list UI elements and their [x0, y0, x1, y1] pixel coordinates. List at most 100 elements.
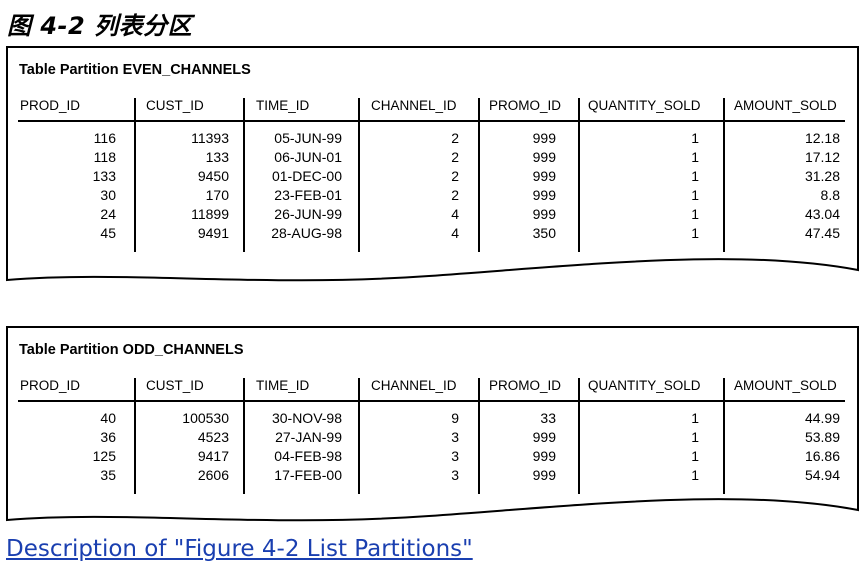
partition-panel-odd: Table Partition ODD_CHANNELS PROD_ID CUST_…	[6, 326, 859, 526]
column-separator	[723, 378, 725, 494]
table-cell: 2	[451, 149, 459, 165]
table-cell: 33	[540, 410, 556, 426]
table-cell: 170	[205, 187, 229, 203]
column-separator	[578, 98, 580, 252]
column-header-time-id: TIME_ID	[256, 378, 310, 393]
column-header-cust-id: CUST_ID	[146, 378, 204, 393]
table-cell: 350	[532, 225, 556, 241]
table-cell: 999	[532, 149, 556, 165]
table-cell: 999	[532, 448, 556, 464]
table-cell: 04-FEB-98	[274, 448, 342, 464]
column-header-channel-id: CHANNEL_ID	[371, 98, 457, 113]
table-cell: 999	[532, 429, 556, 445]
column-header-quantity-sold: QUANTITY_SOLD	[588, 378, 701, 393]
partition-panel-even: Table Partition EVEN_CHANNELS PROD_ID CUST…	[6, 46, 859, 286]
table-cell: 999	[532, 168, 556, 184]
table-cell: 1	[691, 448, 699, 464]
table-cell: 47.45	[804, 225, 840, 241]
table-cell: 999	[532, 130, 556, 146]
header-divider	[18, 120, 845, 122]
table-cell: 999	[532, 187, 556, 203]
table-cell: 9417	[197, 448, 229, 464]
table-cell: 1	[691, 168, 699, 184]
column-header-promo-id: PROMO_ID	[489, 378, 562, 393]
column-separator	[134, 378, 136, 494]
table-cell: 999	[532, 467, 556, 483]
table-cell: 133	[205, 149, 229, 165]
table-cell: 8.8	[820, 187, 840, 203]
table-cell: 16.86	[804, 448, 840, 464]
table-cell: 11393	[191, 130, 229, 146]
column-header-channel-id: CHANNEL_ID	[371, 378, 457, 393]
column-header-time-id: TIME_ID	[256, 98, 310, 113]
column-separator	[578, 378, 580, 494]
table-cell: 17.12	[804, 149, 840, 165]
table-cell: 2	[451, 187, 459, 203]
table-cell: 01-DEC-00	[271, 168, 342, 184]
table-cell: 53.89	[804, 429, 840, 445]
partition-frame	[6, 326, 859, 522]
column-separator	[134, 98, 136, 252]
column-header-amount-sold: AMOUNT_SOLD	[734, 98, 837, 113]
table-cell: 23-FEB-01	[274, 187, 342, 203]
table-cell: 54.94	[804, 467, 840, 483]
column-header-prod-id: PROD_ID	[20, 98, 81, 113]
table-cell: 26-JUN-99	[274, 206, 342, 222]
table-cell: 1	[691, 187, 699, 203]
column-separator	[478, 98, 480, 252]
table-cell: 3	[451, 448, 459, 464]
description-link[interactable]: Description of "Figure 4-2 List Partitio…	[6, 536, 473, 562]
table-cell: 2	[451, 130, 459, 146]
table-cell: 9	[451, 410, 459, 426]
table-cell: 11899	[191, 206, 229, 222]
table-cell: 1	[691, 149, 699, 165]
table-cell: 30	[100, 187, 116, 203]
column-header-promo-id: PROMO_ID	[489, 98, 562, 113]
table-cell: 36	[100, 429, 116, 445]
table-cell: 31.28	[804, 168, 840, 184]
figure-title: 图 4-2 列表分区	[7, 12, 193, 40]
table-cell: 45	[100, 225, 116, 241]
table-cell: 9450	[197, 168, 229, 184]
column-separator	[243, 378, 245, 494]
partition-title: Table Partition ODD_CHANNELS	[19, 342, 244, 358]
table-cell: 1	[691, 410, 699, 426]
table-cell: 30-NOV-98	[271, 410, 342, 426]
table-cell: 4	[451, 225, 459, 241]
table-cell: 06-JUN-01	[274, 149, 342, 165]
table-cell: 2	[451, 168, 459, 184]
table-cell: 999	[532, 206, 556, 222]
table-cell: 17-FEB-00	[274, 467, 342, 483]
table-cell: 43.04	[804, 206, 840, 222]
column-separator	[358, 98, 360, 252]
table-cell: 118	[93, 149, 116, 165]
table-cell: 125	[92, 448, 116, 464]
table-cell: 1	[691, 130, 699, 146]
table-cell: 44.99	[804, 410, 840, 426]
column-separator	[243, 98, 245, 252]
table-cell: 1	[691, 206, 699, 222]
table-cell: 4523	[197, 429, 229, 445]
table-cell: 2606	[197, 467, 229, 483]
header-divider	[18, 400, 845, 402]
table-cell: 133	[92, 168, 116, 184]
column-header-prod-id: PROD_ID	[20, 378, 81, 393]
table-cell: 12.18	[804, 130, 840, 146]
column-header-amount-sold: AMOUNT_SOLD	[734, 378, 837, 393]
table-cell: 4	[451, 206, 459, 222]
table-cell: 3	[451, 467, 459, 483]
partition-frame	[6, 46, 859, 282]
column-separator	[723, 98, 725, 252]
column-separator	[478, 378, 480, 494]
column-header-cust-id: CUST_ID	[146, 98, 204, 113]
table-cell: 1	[691, 225, 699, 241]
table-cell: 1	[691, 429, 699, 445]
table-cell: 100530	[182, 410, 229, 426]
table-cell: 28-AUG-98	[271, 225, 342, 241]
table-cell: 40	[100, 410, 116, 426]
table-cell: 24	[100, 206, 116, 222]
column-separator	[358, 378, 360, 494]
table-cell: 3	[451, 429, 459, 445]
partition-title: Table Partition EVEN_CHANNELS	[19, 62, 251, 78]
table-cell: 116	[93, 130, 116, 146]
